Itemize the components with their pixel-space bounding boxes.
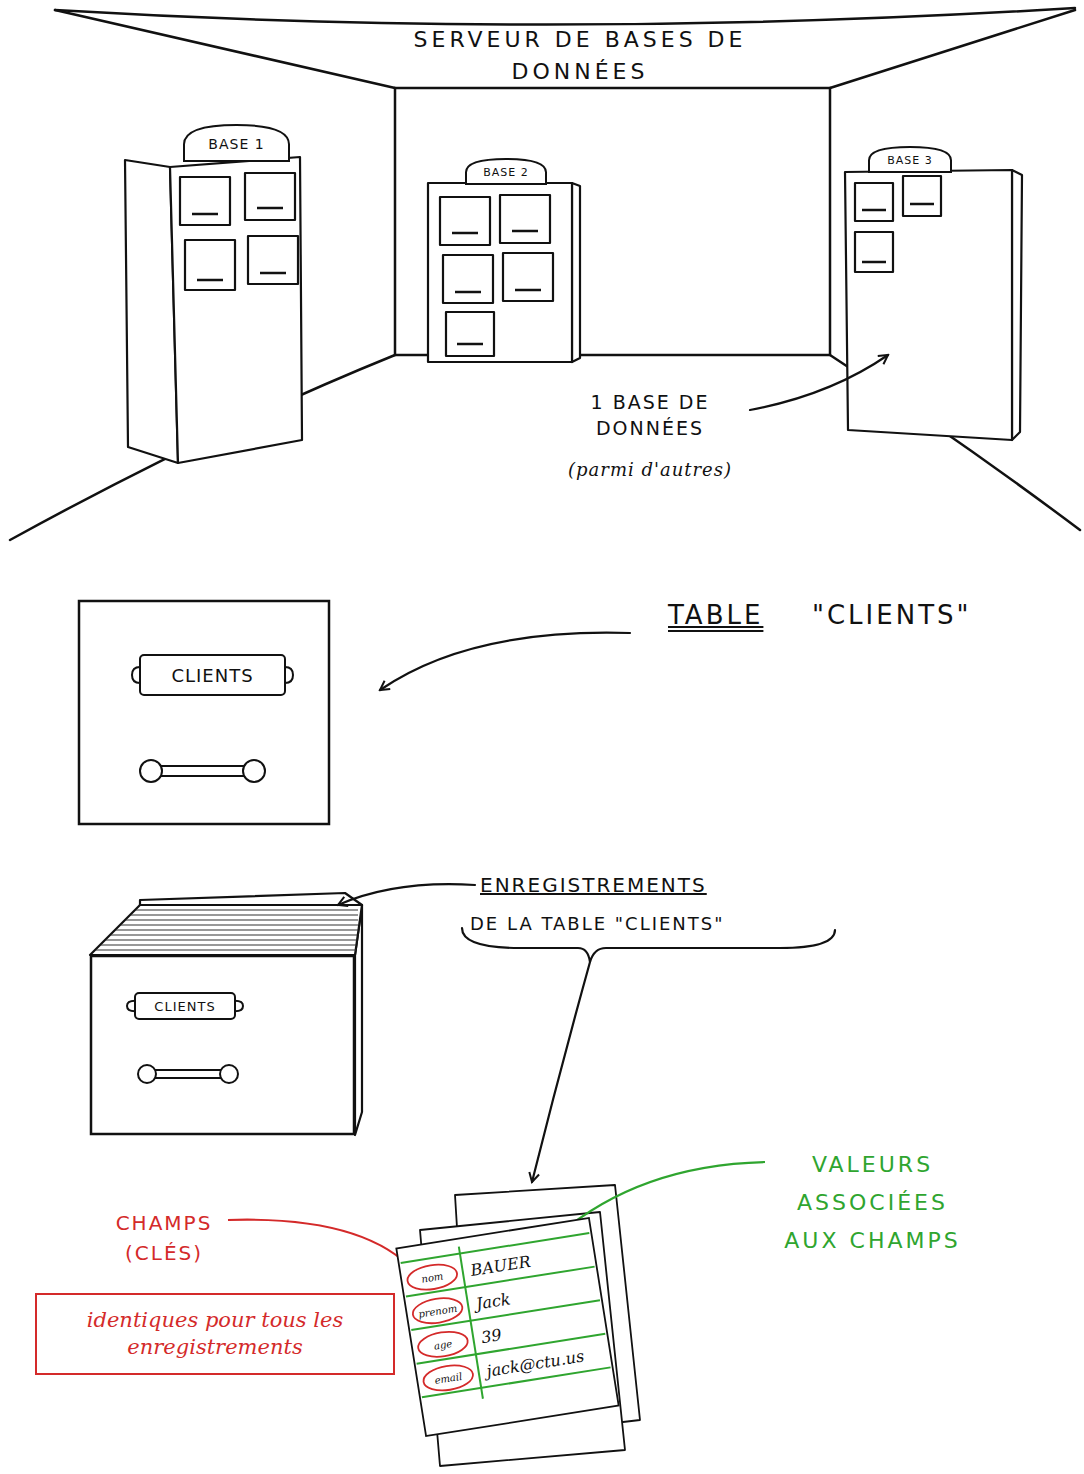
back-wall: [395, 88, 830, 355]
cabinet-drawer: [503, 253, 553, 301]
record-sheet: nomprenomageemailBAUERJack39jack@ctu.us: [396, 1218, 618, 1436]
handle-bar: [151, 766, 254, 776]
drawer-front: [91, 956, 354, 1134]
cabinet-drawer: [440, 197, 490, 245]
cabinet-side: [1012, 170, 1022, 440]
name-plate: [140, 655, 285, 695]
annotation-label: ENREGISTREMENTS: [480, 872, 760, 899]
annotation-label: DE LA TABLE "CLIENTS": [470, 912, 830, 936]
leader-arrow: [338, 884, 475, 905]
drawer-handles: [452, 231, 541, 344]
record-lines: [96, 910, 358, 950]
cabinet-arch: [184, 125, 289, 161]
handle-bar: [147, 1070, 229, 1078]
diagram-title: SERVEUR DE BASES DE DONNÉES: [410, 24, 750, 88]
table-drawer: CLIENTS: [78, 600, 330, 825]
handle-end: [138, 1065, 156, 1083]
cabinet-drawer: [855, 183, 893, 221]
cabinet-drawer: [903, 176, 941, 216]
handle-end: [243, 760, 265, 782]
annotation-label: "CLIENTS": [812, 598, 1042, 633]
cabinet-body: [428, 183, 580, 362]
cabinet-side: [572, 183, 580, 362]
cabinet-body: [845, 170, 1022, 440]
cabinet-drawer: [443, 255, 493, 303]
cabinet-label: BASE 3: [868, 146, 952, 172]
note-box: [36, 1294, 394, 1374]
leader-arrow: [750, 355, 888, 410]
drawer-handles: [192, 208, 286, 280]
ceiling-corner: [830, 10, 1075, 88]
node-text: CLIENTS: [135, 993, 235, 1019]
drawer-front: [79, 601, 329, 824]
leader-arrow: [532, 962, 590, 1182]
drawer-handles: [862, 204, 934, 262]
cabinet-label: BASE 2: [465, 158, 547, 184]
ceiling-corner: [55, 10, 395, 88]
room-lines: [10, 8, 1080, 540]
node-outline: [90, 955, 355, 1135]
cabinet-drawer: [446, 312, 494, 356]
cabinet-label: BASE 1: [183, 124, 290, 161]
annotation-label: VALEURS ASSOCIÉES AUX CHAMPS: [770, 1146, 975, 1260]
record-sheet: [396, 1218, 618, 1436]
cabinet-front: [170, 157, 302, 463]
cabinet-body: [125, 157, 302, 463]
cabinet-drawer: [180, 177, 230, 225]
cabinet-drawer: [248, 236, 298, 284]
annotation-label: CHAMPS (CLÉS): [108, 1208, 220, 1268]
node-text: CLIENTS: [140, 655, 285, 695]
annotation-label: (parmi d'autres): [525, 458, 775, 482]
node-outline: [78, 600, 330, 825]
node-text: identiques pour tous les enregistrements: [43, 1293, 387, 1375]
annotation-label: 1 BASE DE DONNÉES: [560, 390, 740, 441]
ceiling-line: [55, 8, 1075, 25]
node-text: BASE 3: [868, 149, 952, 172]
handle-end: [140, 760, 162, 782]
leader-lines: [338, 355, 888, 1182]
drawer-top: [90, 905, 362, 955]
cabinet-drawer: [855, 232, 893, 272]
cabinet-drawer: [185, 240, 235, 290]
node-outline: [396, 1218, 618, 1436]
open-drawer-body: [90, 893, 362, 1135]
node-text: BASE 2: [465, 161, 547, 184]
cabinet-drawer: [500, 195, 550, 243]
cabinet-front: [428, 183, 572, 362]
name-plate: [135, 993, 235, 1019]
table-drawer: CLIENTS: [90, 955, 355, 1135]
node-text: BASE 1: [183, 127, 290, 161]
leader-arrow: [380, 633, 630, 690]
record-edges: [96, 910, 358, 950]
note-box: identiques pour tous les enregistrements: [35, 1293, 395, 1375]
cabinet-arch: [869, 147, 951, 172]
cabinet-drawer: [245, 173, 295, 220]
node-outline: [35, 1293, 395, 1375]
handle-end: [220, 1065, 238, 1083]
cabinet-arch: [466, 159, 546, 184]
cabinet-front: [845, 170, 1012, 440]
record-stack: [140, 893, 362, 905]
annotation-label: TABLE: [668, 598, 788, 633]
